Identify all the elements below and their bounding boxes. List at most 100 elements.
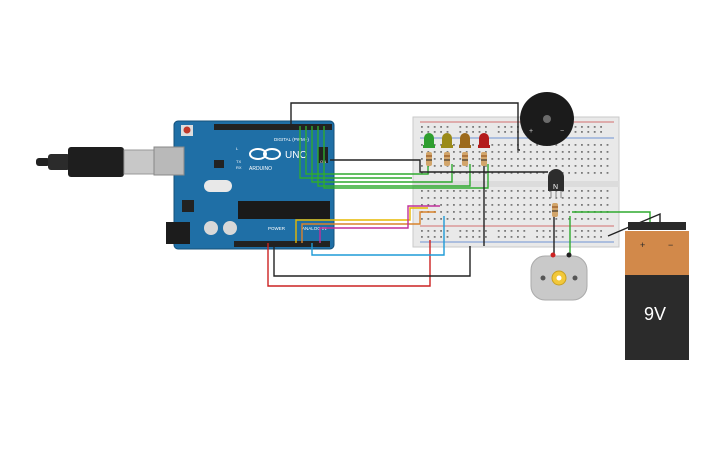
breadboard-hole[interactable] xyxy=(440,230,442,232)
breadboard-hole[interactable] xyxy=(574,126,577,128)
breadboard-hole[interactable] xyxy=(536,151,538,153)
breadboard-hole[interactable] xyxy=(465,211,468,213)
breadboard-hole[interactable] xyxy=(504,230,506,232)
breadboard-hole[interactable] xyxy=(568,190,570,192)
breadboard-hole[interactable] xyxy=(504,158,506,160)
led-red[interactable] xyxy=(478,133,490,166)
breadboard-hole[interactable] xyxy=(433,172,436,174)
breadboard-hole[interactable] xyxy=(440,151,442,153)
breadboard-hole[interactable] xyxy=(561,165,564,167)
breadboard-hole[interactable] xyxy=(523,151,526,153)
breadboard-hole[interactable] xyxy=(421,197,423,199)
breadboard-hole[interactable] xyxy=(427,230,430,232)
breadboard-hole[interactable] xyxy=(549,211,551,213)
digital-header[interactable] xyxy=(214,124,332,130)
breadboard-hole[interactable] xyxy=(542,211,545,213)
breadboard-hole[interactable] xyxy=(491,218,494,220)
breadboard-hole[interactable] xyxy=(472,158,474,160)
breadboard-hole[interactable] xyxy=(536,230,538,232)
led-resistor[interactable] xyxy=(462,152,468,166)
breadboard-hole[interactable] xyxy=(555,144,558,146)
breadboard-hole[interactable] xyxy=(517,204,519,206)
breadboard-hole[interactable] xyxy=(606,151,609,153)
breadboard-hole[interactable] xyxy=(421,158,423,160)
breadboard-hole[interactable] xyxy=(593,230,596,232)
breadboard-hole[interactable] xyxy=(529,151,532,153)
npn-transistor[interactable]: N xyxy=(548,169,564,198)
breadboard-hole[interactable] xyxy=(433,190,436,192)
breadboard-hole[interactable] xyxy=(510,131,513,133)
breadboard-hole[interactable] xyxy=(574,131,577,133)
breadboard-hole[interactable] xyxy=(517,190,519,192)
breadboard-hole[interactable] xyxy=(600,190,602,192)
breadboard-hole[interactable] xyxy=(600,165,602,167)
breadboard-hole[interactable] xyxy=(459,151,462,153)
breadboard-hole[interactable] xyxy=(587,204,590,206)
breadboard-hole[interactable] xyxy=(523,165,526,167)
breadboard-hole[interactable] xyxy=(568,197,570,199)
breadboard-hole[interactable] xyxy=(504,126,506,128)
breadboard-hole[interactable] xyxy=(446,151,449,153)
breadboard-hole[interactable] xyxy=(517,172,519,174)
breadboard-hole[interactable] xyxy=(523,218,526,220)
breadboard-hole[interactable] xyxy=(587,131,590,133)
breadboard-hole[interactable] xyxy=(421,126,423,128)
breadboard-hole[interactable] xyxy=(536,144,538,146)
breadboard-hole[interactable] xyxy=(549,218,551,220)
breadboard-hole[interactable] xyxy=(529,144,532,146)
breadboard-hole[interactable] xyxy=(517,165,519,167)
breadboard-hole[interactable] xyxy=(433,165,436,167)
breadboard-hole[interactable] xyxy=(497,126,500,128)
breadboard-hole[interactable] xyxy=(472,131,474,133)
wire-green-4[interactable] xyxy=(317,126,471,187)
breadboard-hole[interactable] xyxy=(446,204,449,206)
breadboard-hole[interactable] xyxy=(510,151,513,153)
breadboard-hole[interactable] xyxy=(561,211,564,213)
breadboard-hole[interactable] xyxy=(497,190,500,192)
breadboard-hole[interactable] xyxy=(478,126,481,128)
breadboard-hole[interactable] xyxy=(465,126,468,128)
breadboard-hole[interactable] xyxy=(510,165,513,167)
breadboard-hole[interactable] xyxy=(465,230,468,232)
breadboard-hole[interactable] xyxy=(433,218,436,220)
breadboard-hole[interactable] xyxy=(446,218,449,220)
breadboard-hole[interactable] xyxy=(427,197,430,199)
breadboard-hole[interactable] xyxy=(568,144,570,146)
breadboard-hole[interactable] xyxy=(555,158,558,160)
breadboard-hole[interactable] xyxy=(581,190,583,192)
breadboard-hole[interactable] xyxy=(555,151,558,153)
breadboard-hole[interactable] xyxy=(574,158,577,160)
breadboard-hole[interactable] xyxy=(593,158,596,160)
wire-green-3[interactable] xyxy=(311,126,453,183)
breadboard-hole[interactable] xyxy=(472,204,474,206)
breadboard-hole[interactable] xyxy=(581,204,583,206)
breadboard-hole[interactable] xyxy=(453,197,455,199)
breadboard-hole[interactable] xyxy=(574,230,577,232)
breadboard-hole[interactable] xyxy=(440,236,442,238)
breadboard-hole[interactable] xyxy=(587,151,590,153)
breadboard-hole[interactable] xyxy=(446,172,449,174)
breadboard-hole[interactable] xyxy=(421,144,423,146)
breadboard-hole[interactable] xyxy=(491,204,494,206)
breadboard-hole[interactable] xyxy=(561,144,564,146)
breadboard-hole[interactable] xyxy=(504,204,506,206)
breadboard-hole[interactable] xyxy=(568,211,570,213)
breadboard-hole[interactable] xyxy=(606,172,609,174)
breadboard-hole[interactable] xyxy=(561,151,564,153)
breadboard-hole[interactable] xyxy=(491,144,494,146)
breadboard-hole[interactable] xyxy=(549,204,551,206)
breadboard-hole[interactable] xyxy=(421,190,423,192)
breadboard-hole[interactable] xyxy=(549,230,551,232)
breadboard-hole[interactable] xyxy=(510,218,513,220)
breadboard-hole[interactable] xyxy=(593,172,596,174)
breadboard-hole[interactable] xyxy=(593,126,596,128)
breadboard-hole[interactable] xyxy=(446,236,449,238)
wire-magenta[interactable] xyxy=(319,205,440,243)
breadboard-hole[interactable] xyxy=(587,218,590,220)
breadboard-hole[interactable] xyxy=(433,197,436,199)
breadboard-hole[interactable] xyxy=(600,158,602,160)
breadboard-hole[interactable] xyxy=(433,230,436,232)
breadboard-hole[interactable] xyxy=(510,197,513,199)
breadboard-hole[interactable] xyxy=(485,165,487,167)
